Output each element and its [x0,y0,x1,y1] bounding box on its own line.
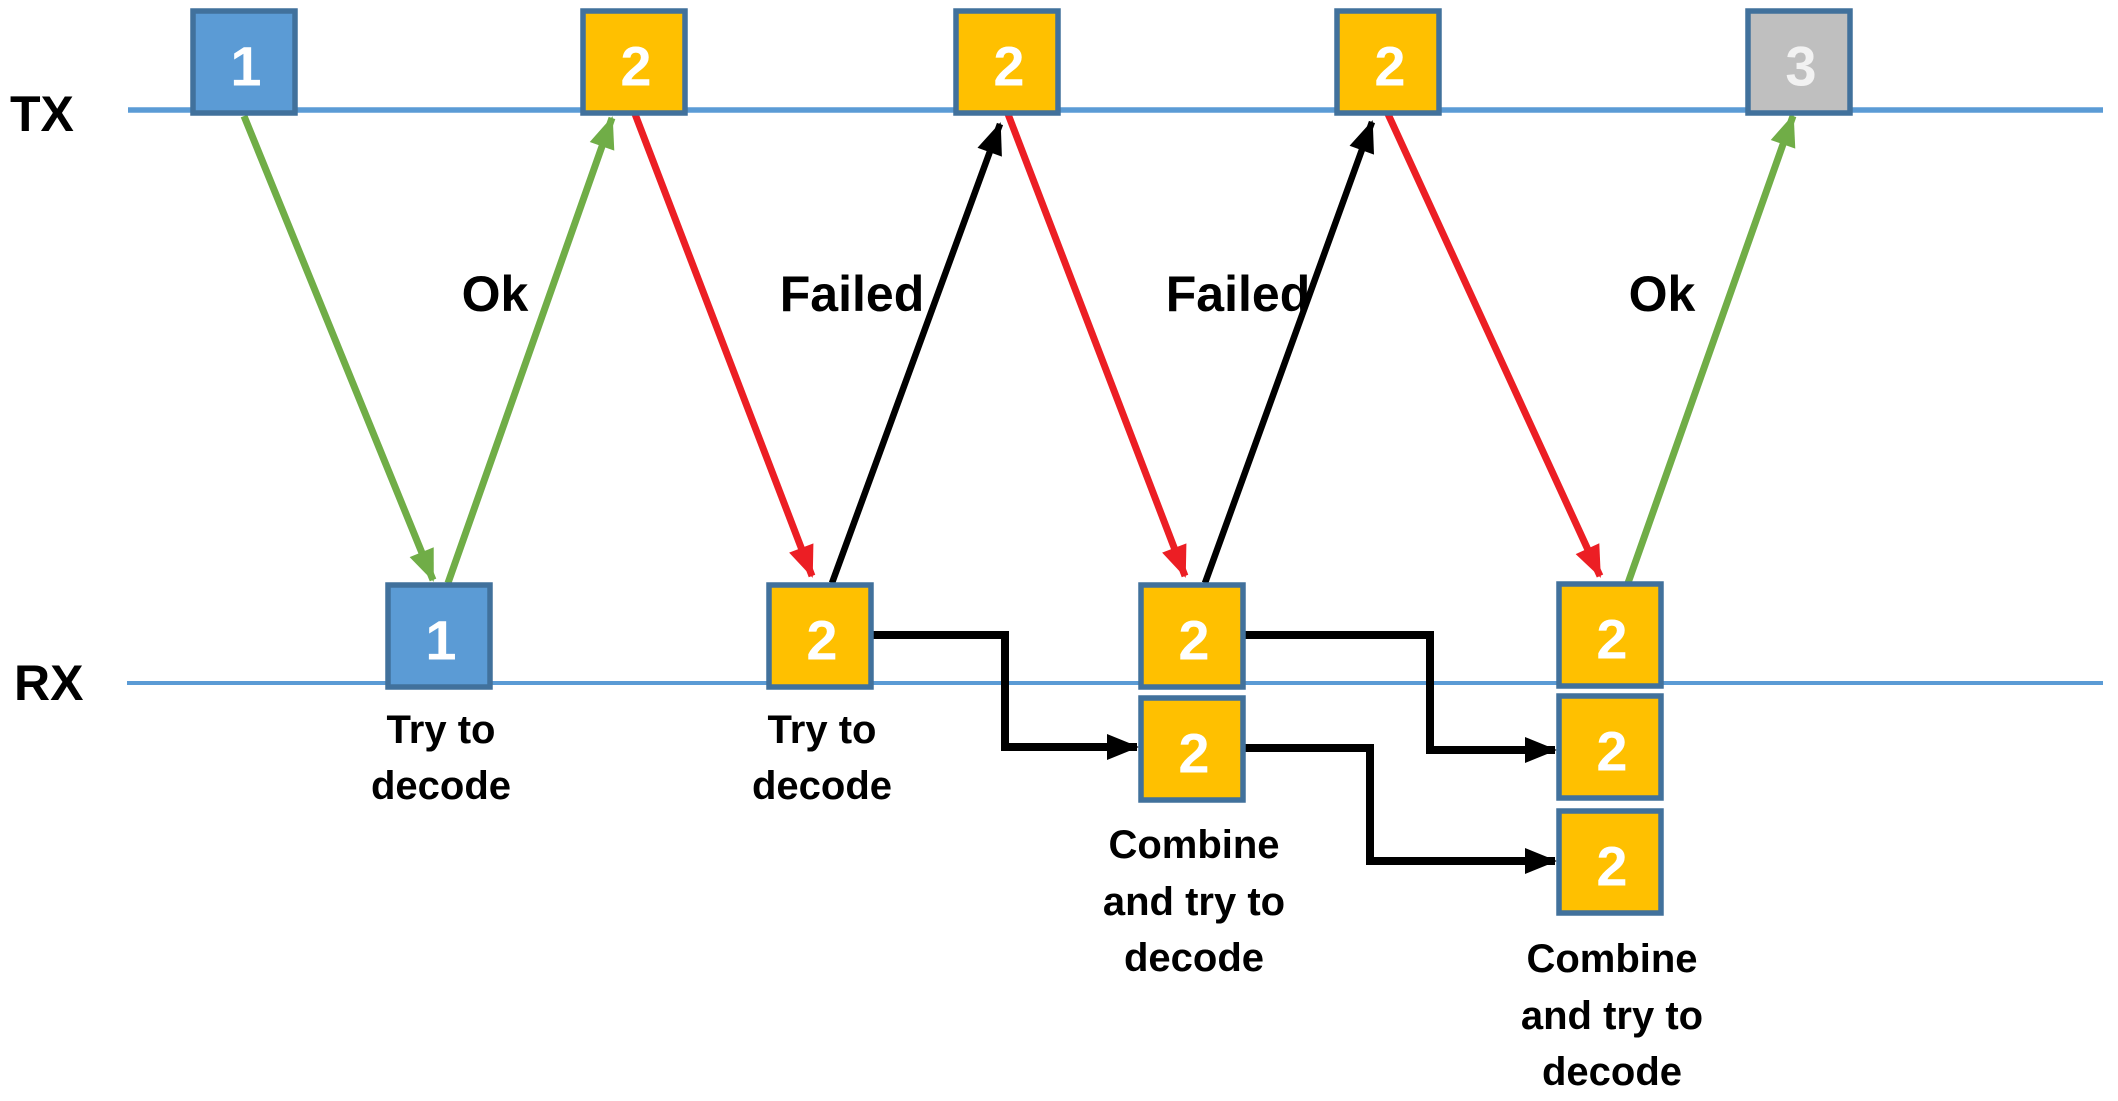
tx2-transmission-arrow-failed-3 [1384,112,1604,578]
ack-ok-arrow-2 [1624,114,1797,585]
rx-packet-number-4b: 2 [1596,720,1627,783]
tx-lane-label: TX [10,86,74,142]
combine-connector-3 [1243,744,1557,874]
rx-packet-number-3a: 2 [1178,609,1209,672]
tx-packet-box-4 [1334,8,1442,116]
tx-packet-number-5: 3 [1785,35,1816,98]
rx-packet-box-4a [1556,581,1664,689]
tx2-transmission-arrow-failed-1 [631,112,816,578]
rx-packet-number-4c: 2 [1596,835,1627,898]
tx-packet-number-1: 1 [230,35,261,98]
tx1-transmission-arrow-ok [240,114,437,582]
rx-packet-number-1: 1 [425,609,456,672]
tx-packet-box-1 [190,8,298,116]
rx-note-2-line-1: Try to [768,708,877,752]
rx-packet-number-2: 2 [806,609,837,672]
nack-failed-arrow-2 [1201,120,1376,585]
nack-failed-arrow-1 [828,122,1004,585]
combine-connector-2 [1243,631,1557,763]
tx-packet-number-2: 2 [620,35,651,98]
rx-packet-number-4a: 2 [1596,608,1627,671]
combine-connector-1 [871,631,1139,760]
tx2-transmission-arrow-failed-2 [1004,112,1189,578]
tx-packet-number-3: 2 [993,35,1024,98]
feedback-label-failed-2: Failed [1166,266,1310,322]
rx-packet-box-3a [1138,582,1246,690]
rx-note-3-line-1: Combine [1108,823,1279,867]
feedback-label-ok-1: Ok [462,266,529,322]
rx-note-3-line-2: and try to [1103,880,1285,924]
tx-packet-box-3 [953,8,1061,116]
feedback-label-ok-2: Ok [1629,266,1696,322]
rx-note-3-line-3: decode [1124,936,1264,980]
ack-ok-arrow-1 [444,116,616,585]
rx-note-1-line-2: decode [371,764,511,808]
rx-packet-box-4b [1556,693,1664,801]
rx-packet-box-4c [1556,808,1664,916]
tx-packet-box-2 [580,8,688,116]
rx-note-4-line-2: and try to [1521,994,1703,1038]
tx-packet-box-5 [1745,8,1853,116]
rx-note-4-line-1: Combine [1526,937,1697,981]
rx-packet-box-2 [766,582,874,690]
feedback-label-failed-1: Failed [780,266,924,322]
tx-packet-number-4: 2 [1374,35,1405,98]
rx-packet-box-3b [1138,695,1246,803]
rx-note-2-line-2: decode [752,764,892,808]
rx-packet-number-3b: 2 [1178,722,1209,785]
rx-lane-label: RX [14,655,83,711]
rx-note-4-line-3: decode [1542,1050,1682,1094]
rx-packet-box-1 [385,582,493,690]
rx-note-1-line-1: Try to [387,708,496,752]
